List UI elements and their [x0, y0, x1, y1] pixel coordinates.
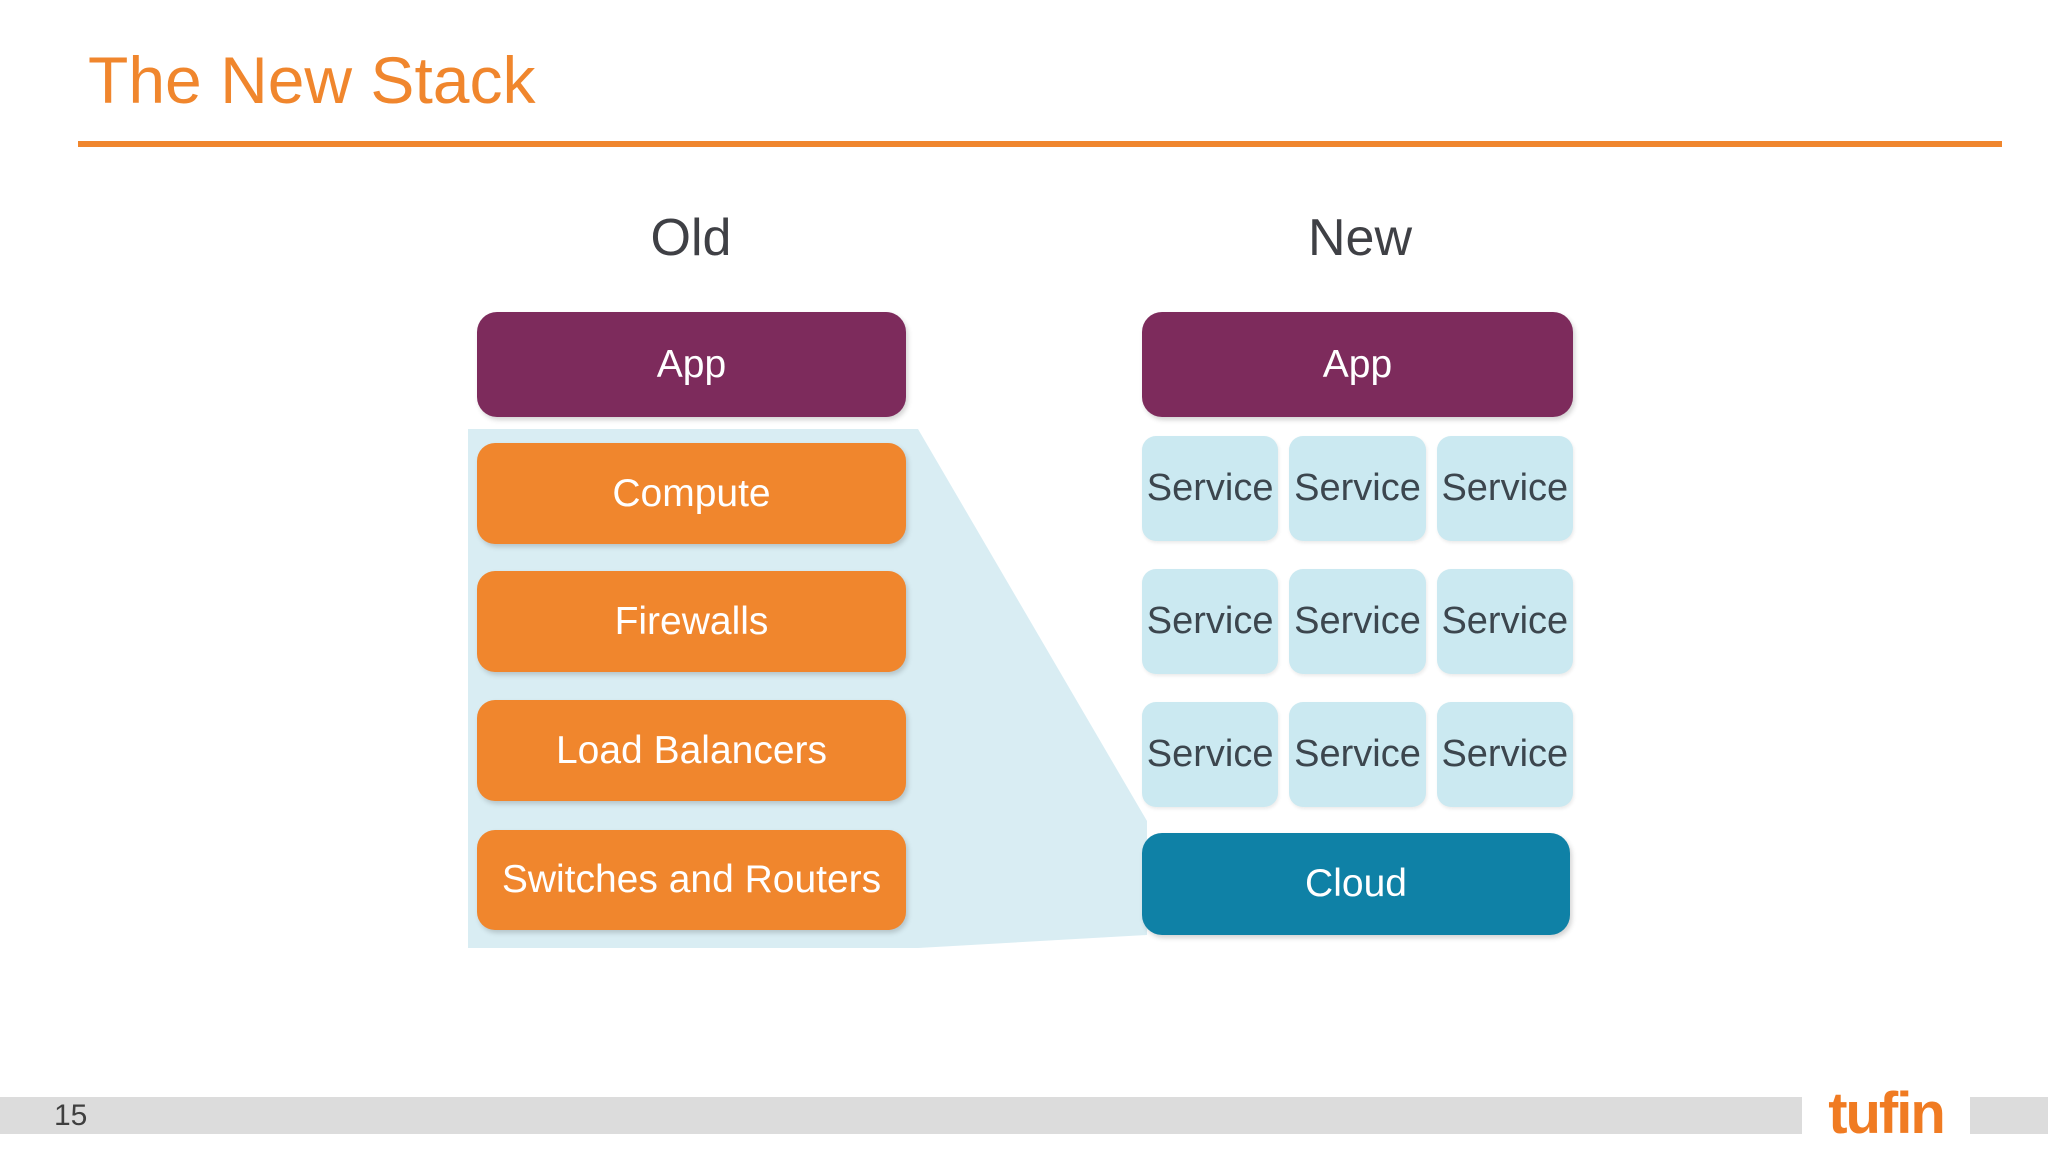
- service-grid: Service Service Service Service Service …: [1142, 436, 1573, 807]
- old-app-box: App: [477, 312, 906, 417]
- tufin-logo: tufin: [1828, 1081, 1946, 1146]
- layer-box-switches-routers: Switches and Routers: [477, 830, 906, 930]
- service-box: Service: [1142, 702, 1279, 807]
- title-underline: [78, 141, 2002, 147]
- layer-label: Compute: [612, 471, 771, 515]
- page-title: The New Stack: [88, 43, 536, 117]
- layer-box-firewalls: Firewalls: [477, 571, 906, 672]
- column-header-old: Old: [650, 209, 732, 267]
- old-app-label: App: [656, 342, 727, 386]
- service-box: Service: [1142, 436, 1279, 541]
- service-box: Service: [1289, 702, 1426, 807]
- cloud-box: Cloud: [1142, 833, 1570, 935]
- cloud-label: Cloud: [1305, 862, 1407, 905]
- layer-label: Load Balancers: [555, 728, 828, 772]
- service-box: Service: [1289, 436, 1426, 541]
- service-box: Service: [1436, 702, 1573, 807]
- service-box: Service: [1289, 569, 1426, 674]
- new-app-label: App: [1322, 342, 1393, 386]
- page-number: 15: [54, 1098, 88, 1132]
- new-app-box: App: [1142, 312, 1573, 417]
- column-header-new: New: [1307, 209, 1413, 267]
- layer-label: Switches and Routers: [501, 858, 882, 901]
- footer-bar: 15: [0, 1097, 1802, 1134]
- service-box: Service: [1436, 569, 1573, 674]
- layer-box-load-balancers: Load Balancers: [477, 700, 906, 801]
- footer-bar-right: [1970, 1097, 2048, 1134]
- service-box: Service: [1436, 436, 1573, 541]
- service-box: Service: [1142, 569, 1279, 674]
- layer-box-compute: Compute: [477, 443, 906, 544]
- layer-label: Firewalls: [614, 599, 769, 643]
